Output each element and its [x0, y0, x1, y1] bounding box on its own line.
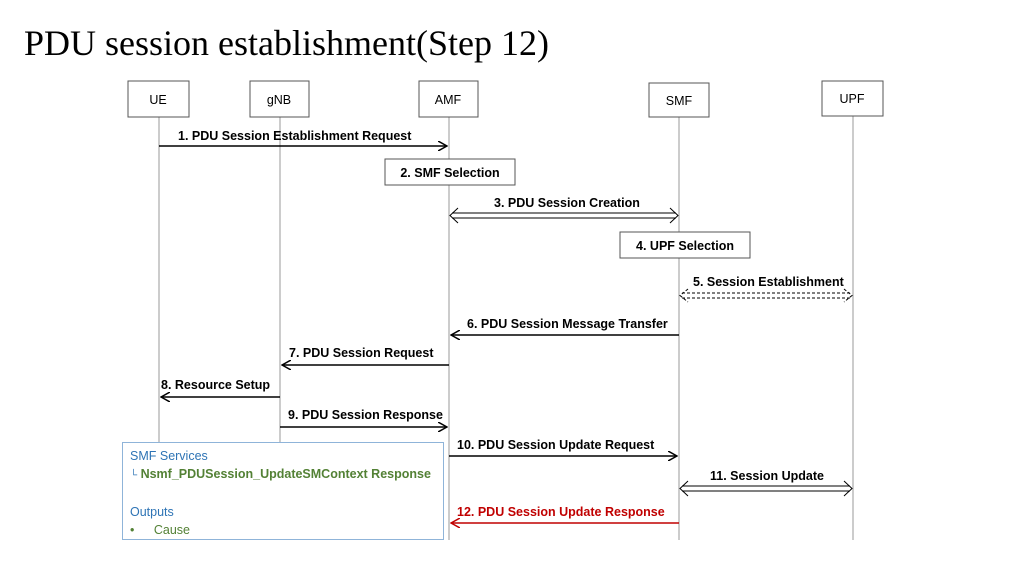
step-11-arrow: [679, 480, 853, 497]
output-item-label: Cause: [153, 523, 191, 537]
entity-amf: AMF: [435, 93, 462, 107]
step-6-label: 6. PDU Session Message Transfer: [467, 317, 668, 331]
services-heading: SMF Services: [130, 449, 208, 463]
entity-amf-box: [418, 80, 479, 118]
step-1-label: 1. PDU Session Establishment Request: [178, 129, 412, 143]
step-4-label: 4. UPF Selection: [636, 239, 734, 253]
entity-gnb: gNB: [267, 93, 291, 107]
step-2-box: [384, 158, 516, 186]
step-9-label: 9. PDU Session Response: [288, 408, 443, 422]
outputs-heading: Outputs: [130, 505, 174, 519]
output-item: • Cause: [130, 521, 436, 539]
step-11-label: 11. Session Update: [710, 469, 824, 483]
step-5-label: 5. Session Establishment: [693, 275, 845, 289]
step-2-label: 2. SMF Selection: [400, 166, 499, 180]
tree-branch-icon: └: [130, 470, 138, 481]
step-3-arrow: [449, 207, 679, 224]
bullet-icon: •: [130, 523, 135, 537]
service-name: Nsmf_PDUSession_UpdateSMContext Response: [140, 467, 431, 481]
entity-upf: UPF: [840, 92, 865, 106]
step-4-box: [619, 231, 751, 259]
page-title: PDU session establishment(Step 12): [24, 23, 549, 63]
entity-ue-box: [127, 80, 190, 118]
entity-gnb-box: [249, 80, 310, 118]
step-3-label: 3. PDU Session Creation: [494, 196, 640, 210]
step-7-label: 7. PDU Session Request: [289, 346, 434, 360]
step-5-arrow: [679, 288, 853, 303]
service-line: └ Nsmf_PDUSession_UpdateSMContext Respon…: [130, 465, 436, 485]
entity-smf: SMF: [666, 94, 693, 108]
step-10-label: 10. PDU Session Update Request: [457, 438, 655, 452]
entity-ue: UE: [149, 93, 166, 107]
smf-services-info-box: SMF Services └ Nsmf_PDUSession_UpdateSMC…: [122, 442, 444, 540]
entity-upf-box: [821, 80, 884, 117]
entity-smf-box: [648, 82, 710, 118]
step-12-label: 12. PDU Session Update Response: [457, 505, 665, 519]
step-8-label: 8. Resource Setup: [161, 378, 270, 392]
